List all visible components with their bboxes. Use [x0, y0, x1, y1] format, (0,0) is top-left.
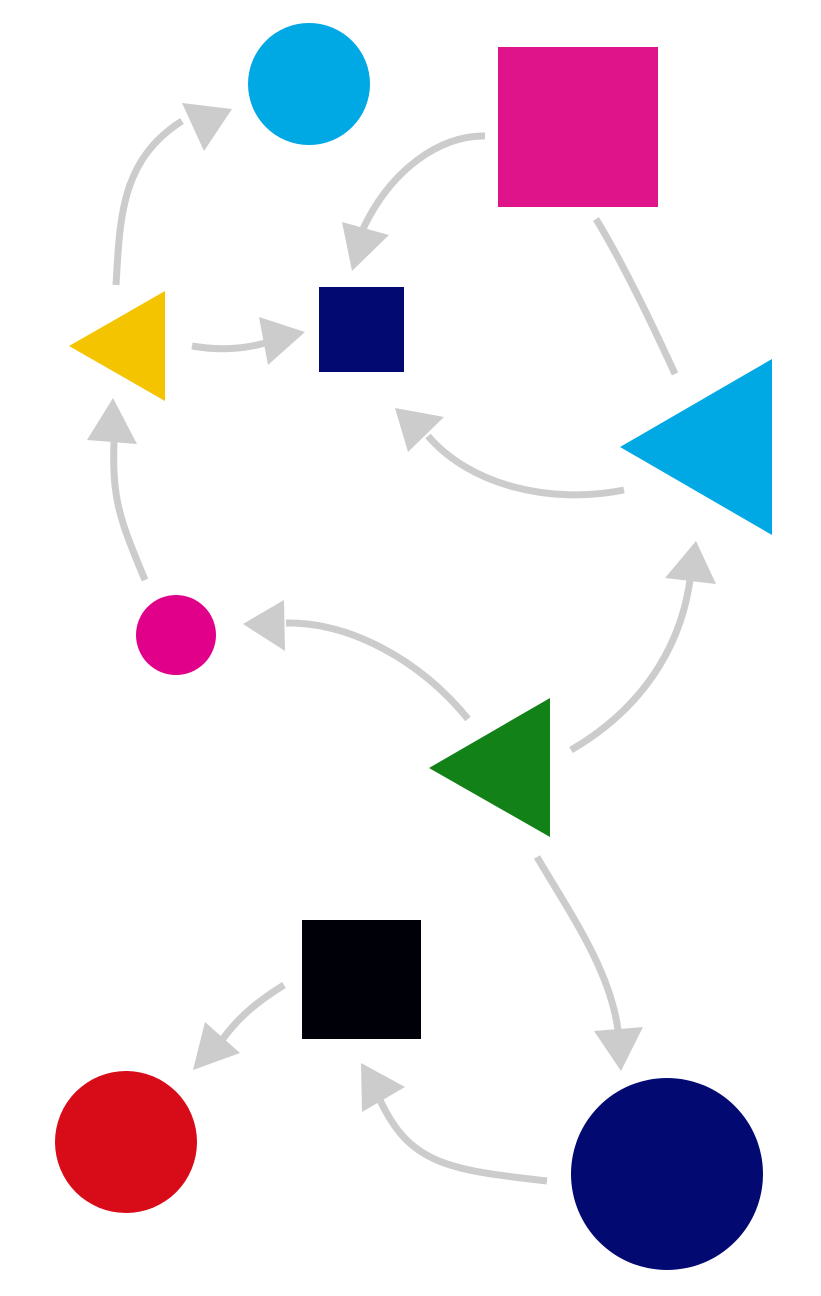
square-node-n2	[498, 47, 658, 207]
edge-n10-to-n8	[361, 1063, 548, 1185]
edge-n6-to-n3	[87, 398, 149, 582]
edge-n2-to-n5	[593, 217, 679, 376]
edge-n2-to-n4	[342, 132, 486, 271]
edge-line	[219, 982, 286, 1043]
arrowhead-icon	[342, 222, 389, 271]
edge-n5-to-n4	[395, 408, 625, 499]
circle-node-n9	[55, 1071, 197, 1213]
arrowhead-icon	[395, 408, 444, 452]
edge-line	[425, 433, 625, 499]
edge-line	[191, 339, 266, 353]
edge-line	[112, 118, 184, 286]
triangle-node-n7	[429, 698, 550, 837]
edge-line	[376, 1098, 548, 1185]
circle-node-n10	[571, 1078, 763, 1270]
arrowhead-icon	[87, 398, 137, 444]
arrowhead-icon	[182, 103, 232, 151]
edge-line	[593, 217, 679, 376]
square-node-n8	[302, 920, 421, 1039]
edge-line	[358, 132, 486, 233]
arrowhead-icon	[259, 317, 305, 365]
nodes-layer	[55, 23, 772, 1270]
edge-line	[285, 619, 471, 722]
arrowhead-icon	[361, 1063, 405, 1112]
square-node-n4	[319, 287, 404, 372]
arrowhead-icon	[243, 600, 285, 651]
triangle-node-n5	[620, 359, 772, 535]
edge-line	[569, 579, 694, 754]
edge-n7-to-n5	[569, 541, 716, 754]
edges-layer	[87, 103, 716, 1185]
arrowhead-icon	[193, 1022, 240, 1070]
edge-n7-to-n6	[243, 600, 471, 722]
circle-node-n6	[136, 595, 216, 675]
circle-node-n1	[248, 23, 370, 145]
arrowhead-icon	[665, 541, 716, 584]
edge-n8-to-n9	[193, 982, 286, 1070]
edge-line	[533, 855, 622, 1031]
triangle-node-n3	[69, 291, 165, 401]
edge-n7-to-n10	[533, 855, 643, 1071]
arrowhead-icon	[594, 1027, 643, 1071]
edge-n3-to-n1	[112, 103, 232, 286]
edge-line	[110, 441, 149, 582]
edge-n3-to-n4	[191, 317, 305, 365]
